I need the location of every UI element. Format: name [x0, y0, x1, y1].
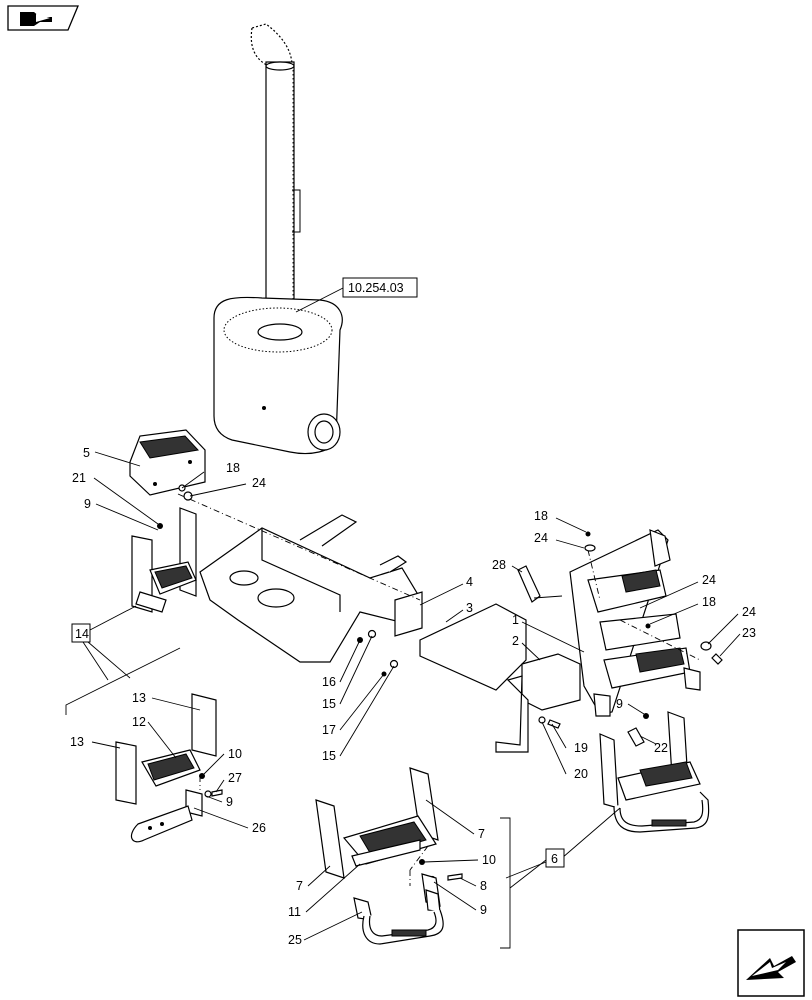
callout-10: 10	[482, 853, 496, 867]
callout-13: 13	[132, 691, 146, 705]
callout-10: 10	[228, 747, 242, 761]
step-12-group: 13 12 13 10 27 9 26	[70, 691, 266, 843]
next-page-arrow-icon[interactable]	[737, 929, 805, 997]
callout-18: 18	[702, 595, 716, 609]
callout-24: 24	[702, 573, 716, 587]
callout-9: 9	[480, 903, 487, 917]
callout-23: 23	[742, 626, 756, 640]
callout-11: 11	[288, 905, 301, 919]
assembly-6-label: 6	[551, 852, 558, 866]
catalog-book-icon[interactable]	[7, 5, 79, 31]
callout-5: 5	[83, 446, 90, 460]
callout-12: 12	[132, 715, 146, 729]
callout-25: 25	[288, 933, 302, 947]
callout-9: 9	[84, 497, 91, 511]
callout-13: 13	[70, 735, 84, 749]
callout-22: 22	[654, 741, 668, 755]
callout-15: 15	[322, 697, 336, 711]
callouts-center: 4 3 16 15 17 15	[322, 575, 527, 763]
callout-24: 24	[742, 605, 756, 619]
callout-1: 1	[512, 613, 519, 627]
callout-18: 18	[226, 461, 240, 475]
callout-21: 21	[72, 471, 86, 485]
platform-frame	[199, 514, 423, 663]
callout-28: 28	[492, 558, 506, 572]
ladder-1	[569, 529, 701, 717]
callout-7: 7	[296, 879, 303, 893]
callout-16: 16	[322, 675, 336, 689]
callout-27: 27	[228, 771, 242, 785]
callout-4: 4	[466, 575, 473, 589]
bolts-19-20: 19 20	[538, 716, 588, 781]
callout-15: 15	[322, 749, 336, 763]
callout-19: 19	[574, 741, 588, 755]
callout-24: 24	[252, 476, 266, 490]
step-14	[131, 507, 197, 613]
callout-7: 7	[478, 827, 485, 841]
callout-8: 8	[480, 879, 487, 893]
exhaust-stack	[250, 23, 301, 303]
callouts-upper-left: 5 18 24 21 9	[72, 446, 421, 601]
callout-24: 24	[534, 531, 548, 545]
callout-9: 9	[616, 697, 623, 711]
callout-9: 9	[226, 795, 233, 809]
step-6: 9 22	[599, 697, 710, 833]
callout-20: 20	[574, 767, 588, 781]
exhaust-reference[interactable]: 10.254.03	[295, 277, 418, 313]
bracket-2: 2	[495, 634, 581, 753]
callout-18: 18	[534, 509, 548, 523]
step-11-group: 7 10 8 9 7 11 25	[288, 767, 496, 947]
exhaust-reference-label: 10.254.03	[348, 281, 404, 295]
assembly-14-label: 14	[75, 627, 89, 641]
callout-2: 2	[512, 634, 519, 648]
callout-17: 17	[322, 723, 336, 737]
assembly-14-reference[interactable]: 14	[65, 605, 181, 715]
muffler	[213, 296, 343, 455]
assembly-6-reference[interactable]: 6	[500, 807, 621, 949]
callouts-right: 18 24 28 1 24 18 24 23	[492, 509, 756, 665]
step-5	[129, 429, 206, 496]
callout-26: 26	[252, 821, 266, 835]
callout-3: 3	[466, 601, 473, 615]
